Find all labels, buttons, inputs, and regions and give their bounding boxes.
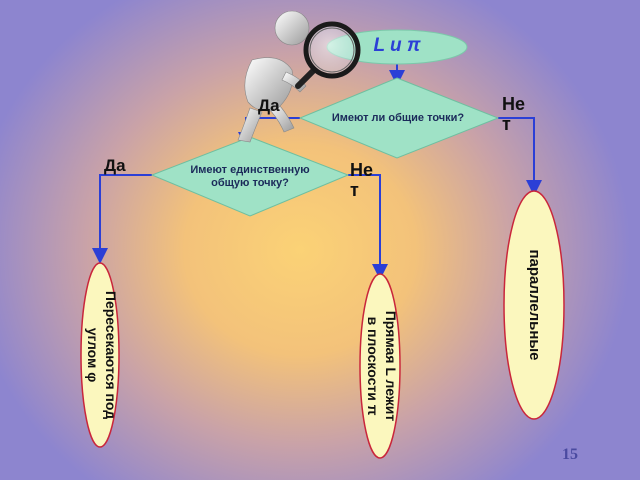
decision2-line2: общую точку? bbox=[211, 177, 289, 189]
connector-yes2 bbox=[92, 174, 152, 264]
result-mid-line1: Прямая L лежит bbox=[383, 310, 399, 422]
no1-line2: т bbox=[502, 114, 511, 134]
no2-label: Не т bbox=[350, 160, 373, 200]
result-right-oval bbox=[503, 190, 565, 420]
connector-no2 bbox=[348, 174, 388, 280]
result-left-line1: Пересекаются под bbox=[103, 290, 119, 420]
decision2-line1: Имеют единственную bbox=[190, 164, 310, 176]
yes1-label: Да bbox=[258, 96, 280, 115]
decision2-diamond bbox=[150, 136, 350, 217]
no2-line2: т bbox=[350, 180, 359, 200]
result-left-line2: углом φ bbox=[85, 327, 101, 383]
page-number: 15 bbox=[562, 446, 578, 463]
yes2-label: Да bbox=[104, 156, 126, 175]
result-mid-text: Прямая L лежит в плоскости π bbox=[360, 276, 400, 456]
connector-no1 bbox=[498, 117, 542, 196]
magnifying-glass-figure-icon bbox=[237, 10, 361, 143]
title-and: и bbox=[384, 35, 407, 56]
result-mid-oval bbox=[359, 273, 401, 459]
decision2-text: Имеют единственную общую точку? bbox=[162, 164, 338, 190]
result-left-text: Пересекаются под углом φ bbox=[80, 265, 120, 445]
result-right-text: параллельные bbox=[526, 249, 543, 361]
result-left-oval bbox=[80, 262, 120, 448]
decision1-text: Имеют ли общие точки? bbox=[331, 112, 465, 124]
result-mid-line2: в плоскости π bbox=[365, 316, 381, 416]
title-l: L bbox=[373, 35, 385, 56]
no1-line1: Не bbox=[502, 94, 526, 114]
title-pi: π bbox=[406, 35, 421, 56]
decision1-diamond bbox=[298, 77, 500, 159]
no2-line1: Не bbox=[350, 160, 374, 180]
title: L и π bbox=[335, 35, 459, 57]
no1-label: Не т bbox=[502, 94, 525, 134]
